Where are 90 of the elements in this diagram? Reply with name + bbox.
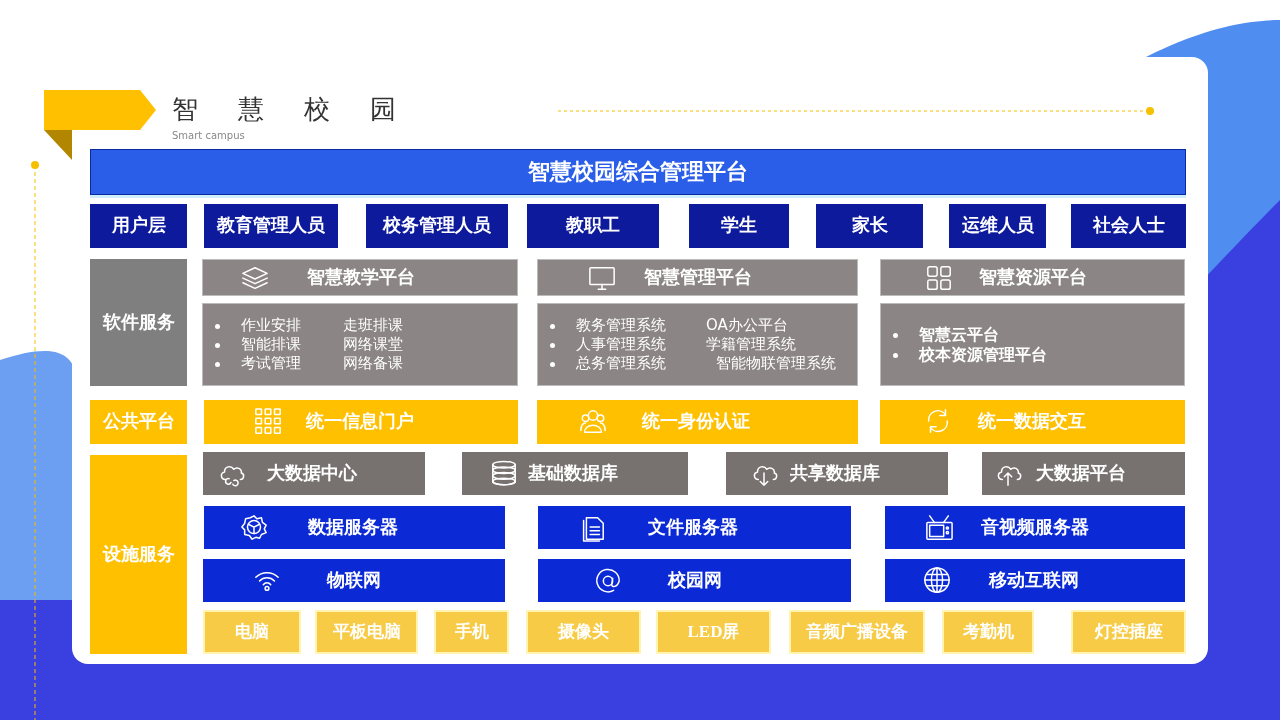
list-panel	[202, 303, 518, 386]
data-box	[203, 452, 425, 495]
platform-header	[202, 259, 518, 296]
heading: 智慧校园	[172, 93, 436, 126]
box-label: 智慧管理平台	[644, 267, 752, 288]
role-box	[204, 204, 338, 248]
service-box	[204, 400, 518, 444]
box-label: 基础数据库	[528, 463, 618, 484]
box-label: 软件服务	[101, 312, 176, 333]
box-label: 大数据平台	[1036, 463, 1126, 484]
list-item: 网络备课	[343, 355, 403, 372]
box-label: 音频广播设备	[805, 622, 909, 642]
device-box	[1071, 610, 1186, 654]
box-label: 音视频服务器	[981, 517, 1089, 538]
list-item: 总务管理系统	[576, 355, 666, 372]
box-label: 用户层	[110, 216, 167, 236]
list-item: 智慧云平台	[919, 325, 999, 344]
data-box	[726, 452, 948, 495]
box-label: 文件服务器	[648, 517, 738, 538]
list-item: 走班排课	[343, 317, 403, 334]
device-box	[789, 610, 925, 654]
box-label: 教职工	[564, 216, 621, 236]
box-label: 共享数据库	[790, 463, 880, 484]
platform-header	[537, 259, 858, 296]
box-label: 统一身份认证	[642, 412, 750, 432]
box-label: 手机	[453, 622, 490, 642]
list-item: 智能物联管理系统	[716, 355, 836, 372]
list-item: 智能排课	[241, 336, 301, 353]
network-box	[538, 559, 851, 602]
box-label: 统一信息门户	[306, 412, 414, 432]
service-box	[537, 400, 858, 444]
box-label: 灯控插座	[1093, 622, 1164, 642]
list-item: 作业安排	[241, 317, 301, 334]
box-label: 校园网	[668, 570, 722, 591]
network-box	[203, 559, 505, 602]
box-label: 学生	[720, 216, 758, 236]
box-label: 大数据中心	[267, 463, 357, 484]
role-box	[949, 204, 1046, 248]
layer-label	[90, 259, 187, 386]
server-box	[885, 506, 1185, 549]
layer-label	[90, 204, 187, 248]
list-item: 校本资源管理平台	[919, 345, 1047, 364]
list-item: 人事管理系统	[576, 336, 666, 353]
network-box	[885, 559, 1185, 602]
layer-label	[90, 455, 187, 654]
role-box	[366, 204, 508, 248]
box-label: 社会人士	[1091, 216, 1166, 236]
role-box	[816, 204, 923, 248]
role-box	[527, 204, 659, 248]
platform-header	[880, 259, 1185, 296]
device-box	[526, 610, 641, 654]
list-item: 学籍管理系统	[706, 336, 796, 353]
server-box	[204, 506, 505, 549]
list-item: OA办公平台	[706, 317, 788, 334]
box-label: 智慧校园综合管理平台	[527, 159, 749, 185]
box-label: 电脑	[234, 622, 270, 642]
box-label: 教育管理人员	[215, 216, 326, 236]
box-label: 数据服务器	[308, 517, 398, 538]
box-label: 家长	[850, 216, 889, 236]
role-box	[689, 204, 789, 248]
box-label: 设施服务	[101, 544, 176, 565]
server-box	[538, 506, 851, 549]
role-box	[1071, 204, 1186, 248]
device-box	[434, 610, 509, 654]
list-item: 教务管理系统	[576, 317, 666, 334]
device-box	[656, 610, 771, 654]
box-label: 移动互联网	[989, 570, 1079, 591]
list-panel	[537, 303, 858, 386]
box-label: 校务管理人员	[381, 216, 492, 236]
device-box	[942, 610, 1034, 654]
service-box	[880, 400, 1185, 444]
box-label: 考勤机	[961, 622, 1015, 642]
box-label: 摄像头	[556, 622, 610, 642]
box-label: 平板电脑	[331, 622, 402, 642]
data-box	[982, 452, 1185, 495]
device-box	[315, 610, 418, 654]
box-label: 统一数据交互	[978, 412, 1086, 432]
box-label: 公共平台	[101, 412, 176, 432]
device-box	[203, 610, 301, 654]
list-item: 网络课堂	[343, 336, 403, 353]
data-box	[462, 452, 688, 495]
list-panel	[880, 303, 1185, 386]
platform-banner	[90, 149, 1186, 195]
box-label: 物联网	[327, 570, 381, 591]
box-label: 智慧教学平台	[307, 267, 415, 288]
box-label: 智慧资源平台	[979, 267, 1087, 288]
box-label: LED屏	[686, 622, 741, 642]
box-label: 运维人员	[960, 216, 1035, 236]
layer-label	[90, 400, 187, 444]
list-item: 考试管理	[241, 355, 301, 372]
